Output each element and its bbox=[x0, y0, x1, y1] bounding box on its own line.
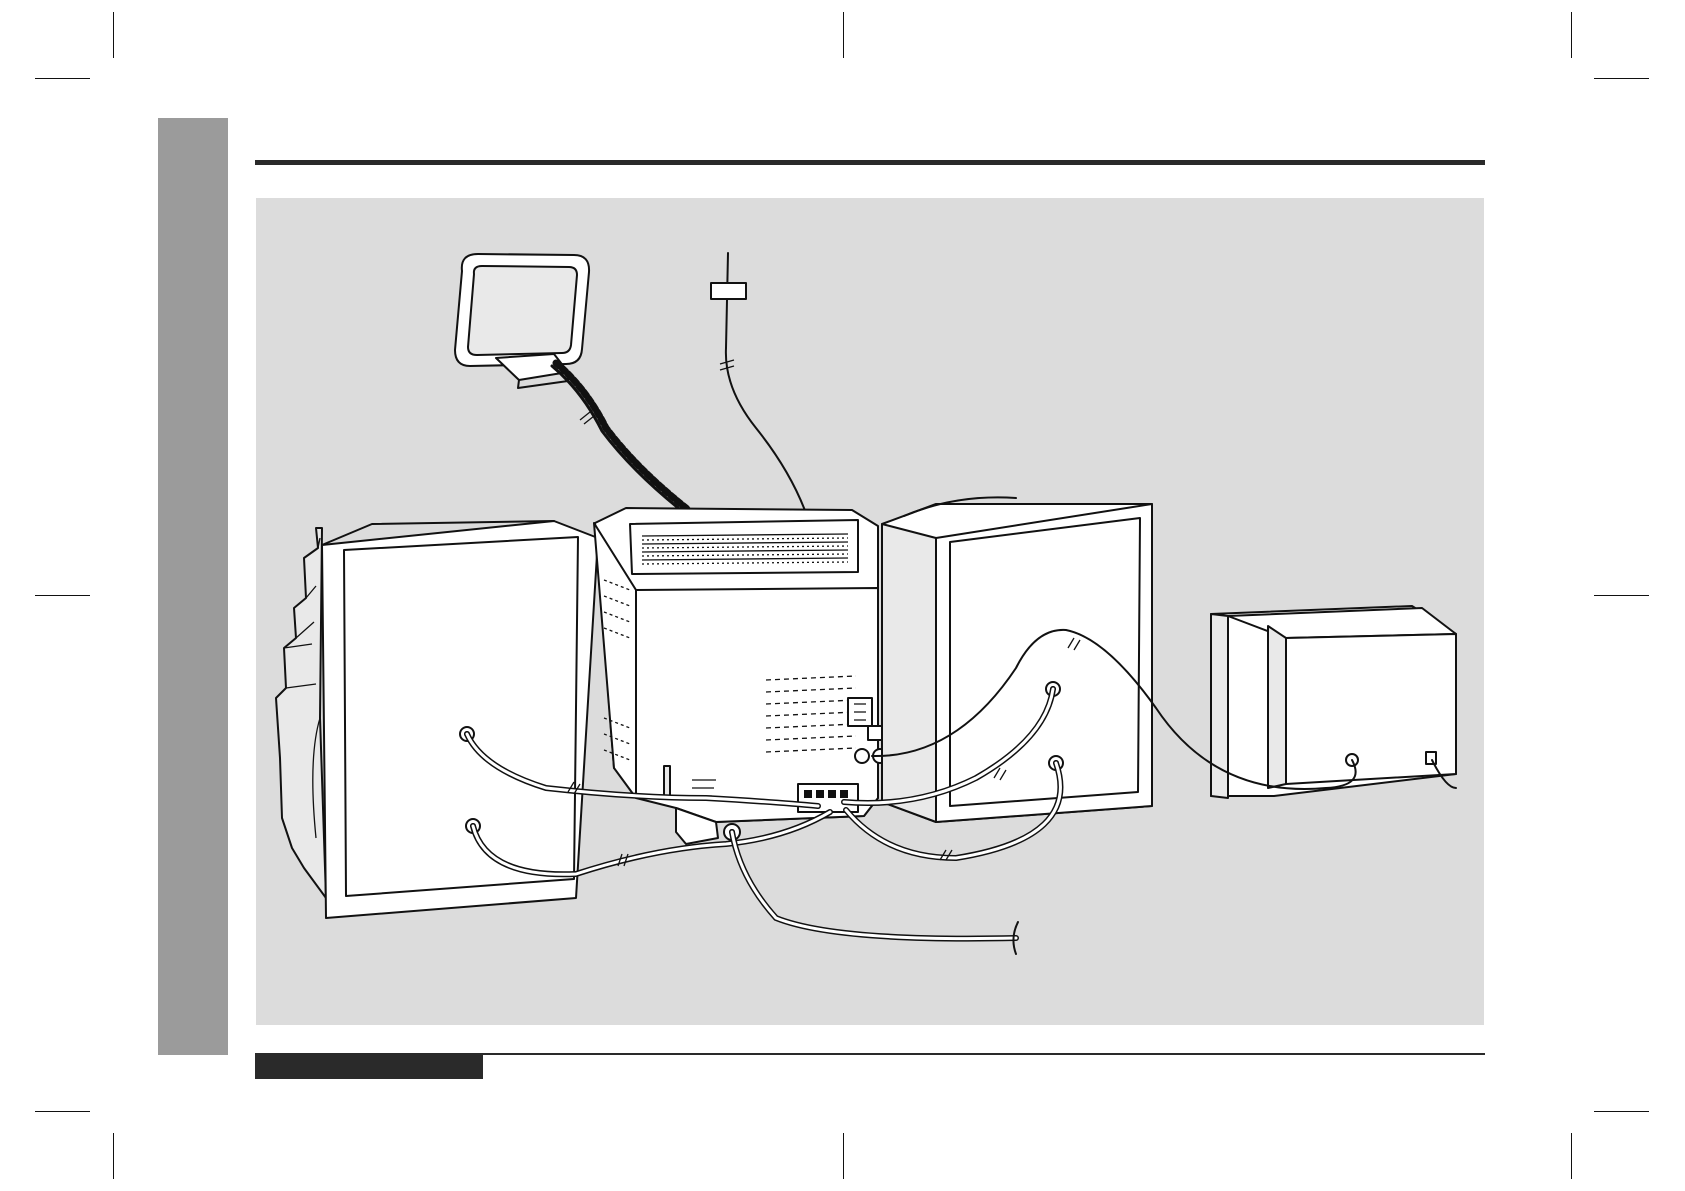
crop-mark bbox=[35, 78, 90, 79]
right-speaker bbox=[882, 497, 1152, 822]
connection-diagram-panel bbox=[256, 198, 1484, 1025]
crop-mark bbox=[1571, 12, 1572, 58]
television bbox=[1211, 606, 1456, 798]
header-rule bbox=[255, 160, 1485, 165]
section-side-tab bbox=[158, 118, 228, 1055]
ac-power-cord bbox=[732, 832, 1018, 954]
crop-mark bbox=[1594, 595, 1649, 596]
crop-mark bbox=[113, 1133, 114, 1179]
crop-mark bbox=[35, 595, 90, 596]
crop-mark bbox=[1594, 1111, 1649, 1112]
crop-mark bbox=[1571, 1133, 1572, 1179]
crop-mark bbox=[1594, 78, 1649, 79]
crop-mark bbox=[843, 1133, 844, 1179]
antenna-terminal bbox=[848, 698, 872, 726]
connection-diagram bbox=[256, 198, 1484, 1025]
left-speaker bbox=[276, 521, 598, 918]
crop-mark bbox=[843, 12, 844, 58]
am-loop-antenna bbox=[455, 254, 589, 388]
footer-label-bar bbox=[255, 1055, 483, 1079]
crop-mark bbox=[113, 12, 114, 58]
crop-mark bbox=[35, 1111, 90, 1112]
